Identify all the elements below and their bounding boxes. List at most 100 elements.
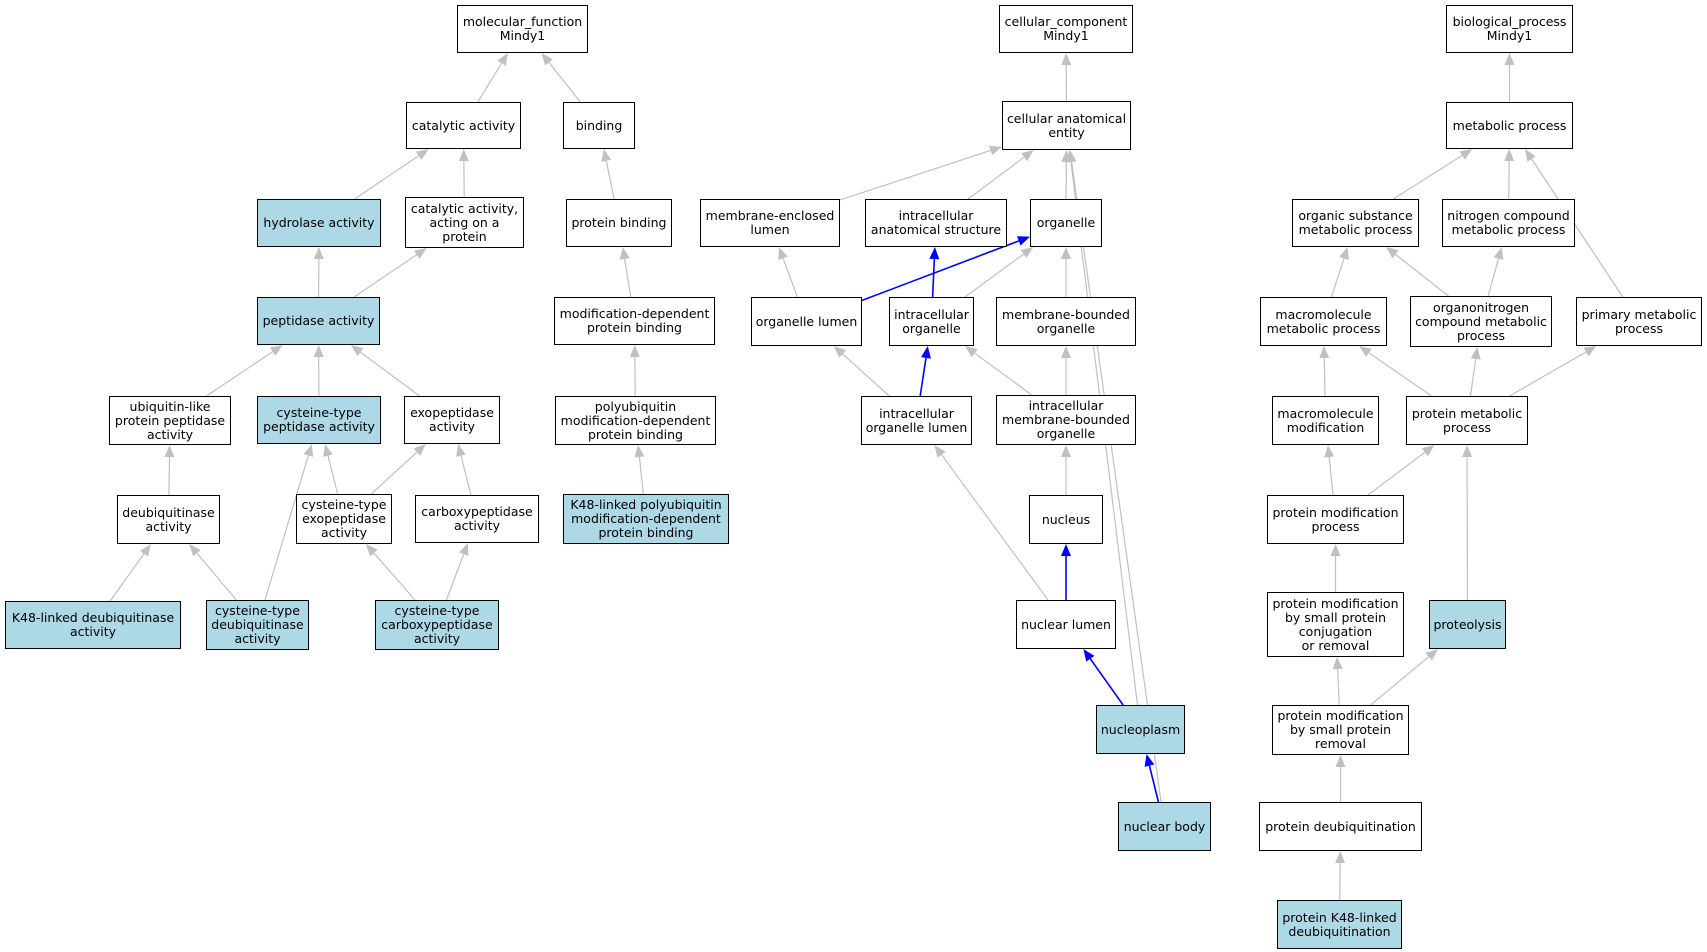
edge-arrowhead-prot_met-to-organonitro [1470, 347, 1481, 360]
node-macromolecule-metabolic-process[interactable]: macromolecule metabolic process [1260, 297, 1387, 346]
node-modification-dependent-protein-binding[interactable]: modification-dependent protein binding [554, 297, 715, 345]
edge-cys_exo-to-cys_pep [327, 455, 339, 495]
node-primary-metabolic-process[interactable]: primary metabolic process [1576, 297, 1702, 346]
edge-cys_deub-to-cys_pep [264, 455, 309, 601]
node-intracellular-membrane-bounded-organelle[interactable]: intracellular membrane-bounded organelle [996, 395, 1136, 445]
edge-catalytic-to-mf [477, 62, 503, 103]
edge-arrowhead-proteolysis-to-prot_met [1462, 445, 1473, 458]
edge-arrowhead-peptidase-to-cat_protein [413, 248, 427, 259]
node-cysteine-type-peptidase-activity[interactable]: cysteine-type peptidase activity [257, 396, 381, 444]
edge-deub-to-ubl_pep [168, 456, 171, 496]
node-cysteine-type-carboxypeptidase-activity[interactable]: cysteine-type carboxypeptidase activity [375, 600, 499, 650]
node-biological-process[interactable]: biological_process Mindy1 [1446, 5, 1573, 53]
edge-arrowhead-catalytic-to-mf [497, 53, 508, 66]
node-nitrogen-compound-metabolic-process[interactable]: nitrogen compound metabolic process [1442, 199, 1575, 247]
node-protein-k48-linked-deubiquitination[interactable]: protein K48-linked deubiquitination [1277, 900, 1402, 949]
edge-arrowhead-deub-to-ubl_pep [164, 445, 175, 458]
node-cysteine-type-deubiquitinase-activity[interactable]: cysteine-type deubiquitinase activity [206, 600, 309, 650]
node-protein-modification-by-small-protein-removal[interactable]: protein modification by small protein re… [1272, 705, 1409, 755]
edge-arrowhead-org_sub-to-metabolic [1459, 149, 1473, 160]
edge-arrowhead-prot_met-to-macro_met [1359, 346, 1372, 357]
edge-arrowhead-prot_mod-to-prot_met [1421, 445, 1435, 457]
node-cysteine-type-exopeptidase-activity[interactable]: cysteine-type exopeptidase activity [296, 494, 392, 544]
edge-arrowhead-nitro-to-metabolic [1504, 149, 1515, 162]
edge-prot_mod-to-macro_mod [1328, 456, 1334, 496]
edge-arrowhead-cys_deub-to-cys_pep [303, 444, 314, 457]
edge-arrowhead-prot_mod_removal-to-prot_mod_small [1332, 657, 1343, 670]
node-organic-substance-metabolic-process[interactable]: organic substance metabolic process [1292, 199, 1419, 247]
node-macromolecule-modification[interactable]: macromolecule modification [1272, 396, 1379, 445]
edge-ubl_pep-to-peptidase [206, 351, 274, 397]
node-membrane-enclosed-lumen[interactable]: membrane-enclosed lumen [700, 199, 840, 247]
node-organonitrogen-compound-metabolic-process[interactable]: organonitrogen compound metabolic proces… [1410, 296, 1552, 347]
edge-arrowhead-cys_carboxy-to-carboxy [459, 543, 469, 556]
node-organelle[interactable]: organelle [1030, 199, 1102, 247]
edge-arrowhead-ic_org_lumen-to-ic_org [921, 346, 931, 359]
node-intracellular-organelle-lumen[interactable]: intracellular organelle lumen [861, 396, 972, 445]
edge-arrowhead-primary-to-metabolic [1525, 149, 1536, 162]
node-hydrolase-activity[interactable]: hydrolase activity [257, 199, 381, 247]
edge-primary-to-metabolic [1531, 158, 1624, 298]
edge-prot_mod_removal-to-prot_mod_small [1337, 668, 1340, 706]
edge-peptidase-to-cat_protein [353, 254, 418, 298]
node-catalytic-activity[interactable]: catalytic activity [406, 102, 521, 149]
edge-prot_mod_removal-to-proteolysis [1370, 656, 1430, 706]
node-intracellular-anatomical-structure[interactable]: intracellular anatomical structure [865, 199, 1007, 247]
node-binding[interactable]: binding [563, 102, 635, 149]
edge-arrowhead-exopep-to-peptidase [350, 345, 364, 357]
node-protein-modification-by-small-protein-conjugation-or-removal[interactable]: protein modification by small protein co… [1267, 592, 1404, 657]
edge-arrowhead-organonitro-to-nitro [1493, 247, 1504, 260]
node-k48-linked-polyubiquitin-binding[interactable]: K48-linked polyubiquitin modification-de… [563, 494, 729, 544]
edge-arrowhead-nucleus-to-ic_mem_org [1061, 445, 1071, 457]
node-peptidase-activity[interactable]: peptidase activity [257, 297, 380, 345]
node-deubiquitinase-activity[interactable]: deubiquitinase activity [117, 495, 220, 544]
node-membrane-bounded-organelle[interactable]: membrane-bounded organelle [996, 297, 1136, 346]
node-organelle-lumen[interactable]: organelle lumen [751, 297, 862, 346]
edge-prot_met-to-organonitro [1469, 358, 1477, 397]
edge-arrowhead-nuc_lumen-to-nucleus [1061, 544, 1071, 556]
edge-nuc_body-to-cae [1070, 161, 1162, 803]
edge-arrowhead-k48_deub-to-deub [139, 544, 151, 557]
edge-arrowhead-ic_org-to-ic_anat [929, 247, 940, 260]
node-polyubiquitin-modification-dependent-protein-binding[interactable]: polyubiquitin modification-dependent pro… [555, 396, 716, 445]
edge-arrowhead-metabolic-to-bp [1504, 53, 1515, 65]
node-k48-linked-deubiquitinase-activity[interactable]: K48-linked deubiquitinase activity [5, 601, 181, 649]
node-catalytic-activity-acting-on-protein[interactable]: catalytic activity, acting on a protein [405, 197, 524, 248]
edge-arrowhead-prot_mod-to-macro_mod [1324, 445, 1335, 458]
edge-org_lumen-to-mem_lumen [782, 258, 798, 298]
edge-hydrolase-to-catalytic [354, 155, 420, 200]
edge-binding-to-mf [548, 62, 581, 103]
node-protein-metabolic-process[interactable]: protein metabolic process [1406, 396, 1528, 445]
edge-arrowhead-mem_org-to-organelle [1061, 247, 1071, 259]
edge-arrowhead-polyub-to-moddep [629, 345, 640, 358]
edge-org_lumen-to-organelle [861, 240, 1020, 302]
edge-arrowhead-nuc_body-to-cae [1066, 150, 1077, 163]
node-protein-binding[interactable]: protein binding [566, 199, 672, 247]
node-cellular-component[interactable]: cellular_component Mindy1 [999, 5, 1133, 53]
edge-exopep-to-peptidase [360, 351, 420, 397]
node-nucleus[interactable]: nucleus [1029, 495, 1103, 544]
node-molecular-function[interactable]: molecular_function Mindy1 [457, 5, 588, 53]
node-carboxypeptidase-activity[interactable]: carboxypeptidase activity [415, 495, 539, 543]
node-proteolysis[interactable]: proteolysis [1429, 600, 1506, 649]
edge-arrowhead-ic_mem_org-to-ic_org [964, 346, 978, 358]
node-cellular-anatomical-entity[interactable]: cellular anatomical entity [1002, 101, 1131, 150]
node-protein-modification-process[interactable]: protein modification process [1267, 495, 1404, 544]
edge-arrowhead-ic_anat-to-cae [1021, 150, 1034, 162]
node-metabolic-process[interactable]: metabolic process [1446, 102, 1573, 149]
edge-ic_org-to-ic_anat [931, 258, 936, 298]
node-exopeptidase-activity[interactable]: exopeptidase activity [404, 396, 500, 444]
node-intracellular-organelle[interactable]: intracellular organelle [889, 297, 974, 346]
node-nuclear-lumen[interactable]: nuclear lumen [1016, 600, 1116, 649]
edge-protein_binding-to-binding [605, 160, 615, 200]
edge-arrowhead-macro_met-to-org_sub [1339, 247, 1349, 260]
node-ubiquitin-like-protein-peptidase-activity[interactable]: ubiquitin-like protein peptidase activit… [109, 396, 231, 445]
edge-arrowhead-prot_met-to-primary [1583, 346, 1597, 357]
edge-arrowhead-peptidase-to-hydrolase [313, 247, 324, 260]
node-nuclear-body[interactable]: nuclear body [1118, 802, 1211, 851]
edge-cys_exo-to-exopep [370, 451, 418, 495]
node-protein-deubiquitination[interactable]: protein deubiquitination [1259, 802, 1422, 851]
node-nucleoplasm[interactable]: nucleoplasm [1096, 705, 1185, 754]
edge-arrowhead-binding-to-mf [541, 53, 553, 66]
edge-k48_deub-to-deub [109, 553, 145, 602]
